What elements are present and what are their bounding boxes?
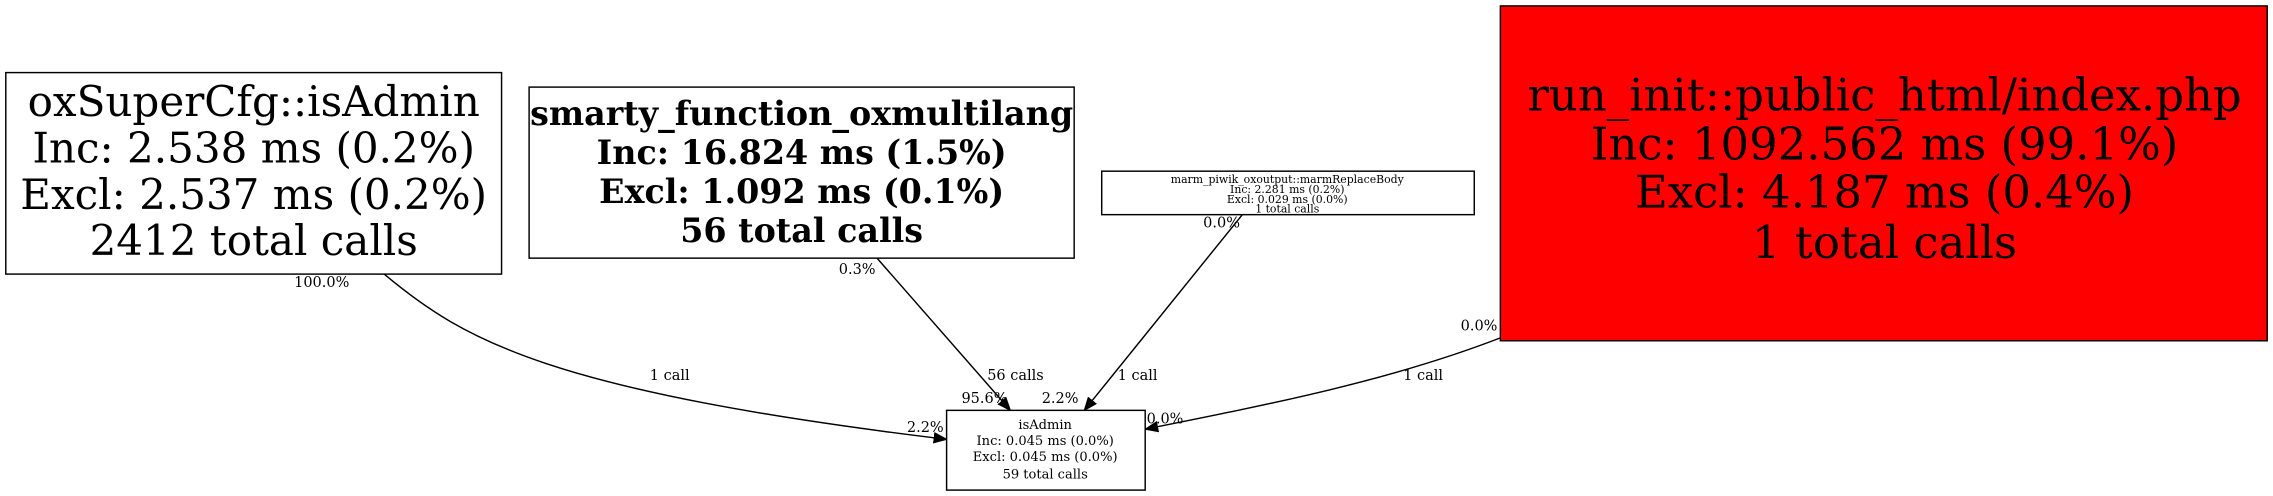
edge-runinit-to-isadmin: 0.0% 1 call 0.0% [1143,319,1501,433]
edge-head-percent: 2.2% [1042,391,1079,407]
edge-smarty-to-isadmin: 0.3% 56 calls 95.6% [839,257,1044,412]
node-exclusive-time: Excl: 0.045 ms (0.0%) [973,450,1118,465]
node-total-calls: 2412 total calls [90,216,418,265]
edge-call-count: 1 call [1403,368,1443,384]
node-exclusive-time: Excl: 1.092 ms (0.1%) [599,172,1004,211]
node-inclusive-time: Inc: 1092.562 ms (99.1%) [1591,118,2179,171]
node-total-calls: 1 total calls [1255,202,1320,215]
node-exclusive-time: Excl: 4.187 ms (0.4%) [1635,165,2134,218]
node-inclusive-time: Inc: 0.045 ms (0.0%) [977,434,1114,449]
node-exclusive-time: Excl: 2.537 ms (0.2%) [20,170,487,219]
node-title: run_init::public_html/index.php [1527,68,2241,121]
edge-marm-to-isadmin: 0.0% 1 call 2.2% [1042,214,1243,412]
node-inclusive-time: Inc: 2.538 ms (0.2%) [32,123,475,172]
node-total-calls: 56 total calls [680,211,923,250]
edge-tail-percent: 0.0% [1461,319,1498,335]
edge-call-count: 1 call [1118,368,1158,384]
node-exclusive-time: Excl: 0.029 ms (0.0%) [1227,193,1348,206]
node-title: smarty_function_oxmultilang [530,94,1073,133]
edge-tail-percent: 100.0% [294,275,349,291]
node-inclusive-time: Inc: 16.824 ms (1.5%) [597,133,1007,172]
node-oxsupercfg-isadmin[interactable]: oxSuperCfg::isAdmin Inc: 2.538 ms (0.2%)… [5,71,503,275]
node-title: oxSuperCfg::isAdmin [28,77,480,126]
edge-head-percent: 0.0% [1147,411,1184,427]
edge-call-count: 1 call [650,368,690,384]
node-isadmin[interactable]: isAdmin Inc: 0.045 ms (0.0%) Excl: 0.045… [945,409,1146,491]
edge-head-percent: 2.2% [907,420,944,436]
edge-oxsupercfg-to-isadmin: 100.0% 1 call 2.2% [294,273,949,444]
node-inclusive-time: Inc: 2.281 ms (0.2%) [1230,183,1344,196]
node-title: isAdmin [1018,418,1072,433]
node-title: marm_piwik_oxoutput::marmReplaceBody [1171,173,1405,186]
edge-tail-percent: 0.3% [839,262,876,278]
edge-head-percent: 95.6% [961,391,1007,407]
node-marm-replace-body[interactable]: marm_piwik_oxoutput::marmReplaceBody Inc… [1100,170,1475,215]
node-run-init-index[interactable]: run_init::public_html/index.php Inc: 109… [1499,5,2268,342]
node-smarty-function-oxmultilang[interactable]: smarty_function_oxmultilang Inc: 16.824 … [528,86,1075,259]
edge-tail-percent: 0.0% [1203,216,1240,232]
edge-call-count: 56 calls [987,368,1043,384]
node-total-calls: 1 total calls [1752,216,2017,269]
node-total-calls: 59 total calls [1003,467,1089,482]
